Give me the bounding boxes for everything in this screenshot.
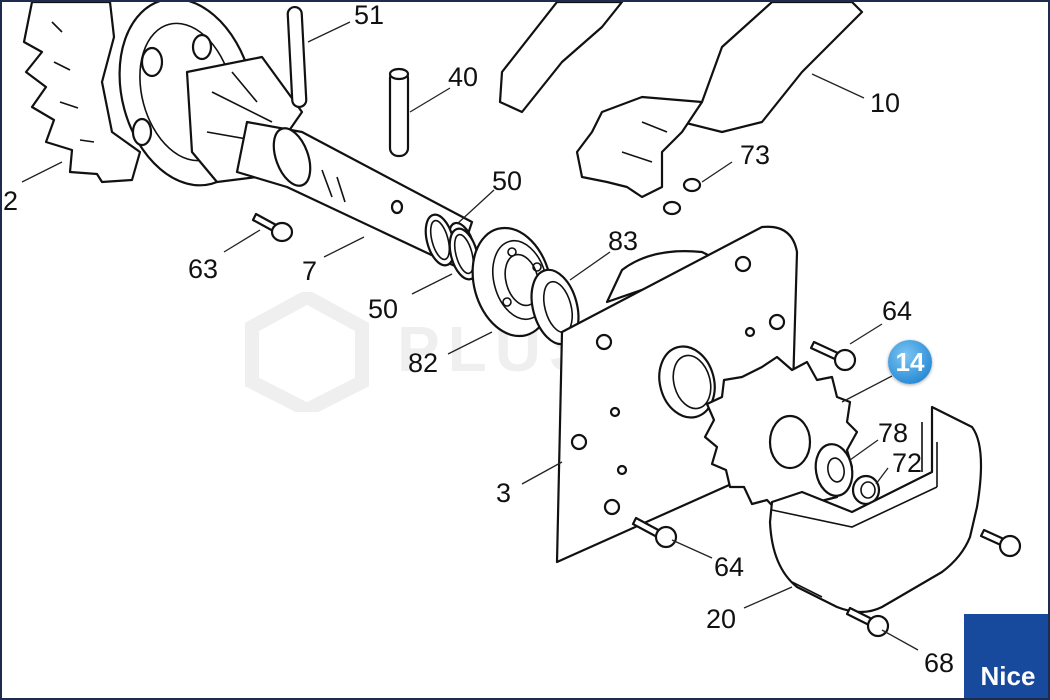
brand-logo: Nice (964, 614, 1048, 698)
watermark-logo-icon (245, 292, 369, 412)
large-gear-part (22, 2, 142, 184)
callout-82[interactable]: 82 (408, 348, 439, 378)
screw-right-part (979, 528, 1022, 558)
callout-10[interactable]: 10 (870, 88, 901, 118)
callout-40[interactable]: 40 (448, 62, 479, 92)
callout-72[interactable]: 72 (892, 448, 923, 478)
callout-78[interactable]: 78 (878, 418, 909, 448)
callout-64-lower[interactable]: 64 (714, 552, 745, 582)
release-lever-part (498, 2, 864, 216)
callout-7[interactable]: 7 (302, 256, 318, 286)
selected-part-badge-14[interactable]: 14 (888, 340, 932, 384)
callout-73[interactable]: 73 (740, 140, 771, 170)
leader-lines (21, 21, 919, 651)
callout-83[interactable]: 83 (608, 226, 639, 256)
callout-50-lower[interactable]: 50 (368, 294, 399, 324)
screw-68-part (845, 606, 890, 638)
pin-51-part (286, 5, 308, 109)
flange-hub-part (118, 2, 304, 187)
gear-cover-part (768, 405, 983, 614)
shaft-part (235, 120, 476, 269)
callout-64-upper[interactable]: 64 (882, 296, 913, 326)
callout-50-upper[interactable]: 50 (492, 166, 523, 196)
circlip-50-part (424, 213, 480, 281)
callout-63[interactable]: 63 (188, 254, 219, 284)
pin-40-part (388, 67, 410, 158)
callout-3[interactable]: 3 (496, 478, 512, 508)
washer-78-part (814, 443, 854, 497)
callout-20[interactable]: 20 (706, 604, 737, 634)
screw-64-upper-part (809, 340, 857, 372)
screw-64-lower-part (631, 516, 678, 549)
callout-68[interactable]: 68 (924, 648, 955, 678)
callout-32[interactable]: 32 (2, 186, 19, 216)
screw-63-part (251, 212, 294, 243)
callout-51[interactable]: 51 (354, 0, 385, 30)
